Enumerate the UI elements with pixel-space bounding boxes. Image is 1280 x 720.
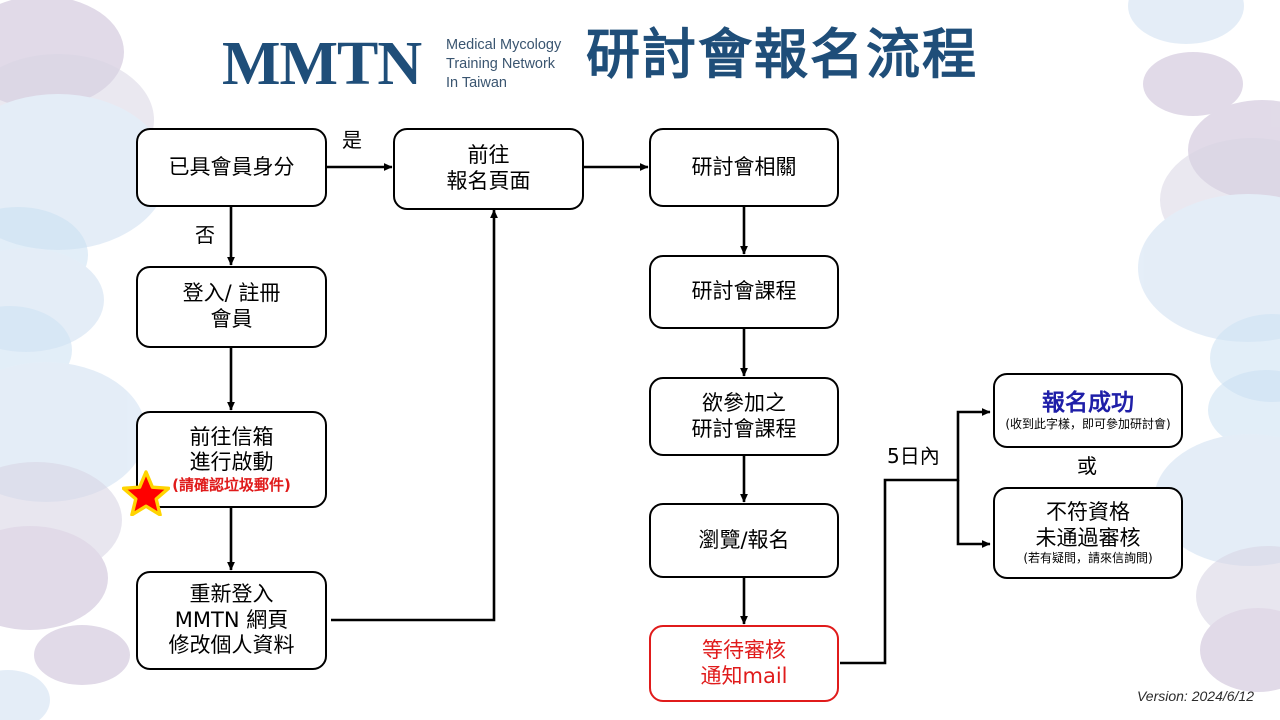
node-chosen-course-line-1: 欲參加之 <box>702 390 786 415</box>
node-not-qualified[interactable]: 不符資格 未通過審核 (若有疑問，請來信詢問) <box>993 487 1183 579</box>
logo-sub-line-2: Training Network <box>446 56 556 73</box>
node-seminar-info-line-1: 研討會相關 <box>691 154 797 179</box>
node-signup-page-line-2: 報名頁面 <box>446 169 531 193</box>
mmtn-logo-mark: MMTN <box>222 30 422 98</box>
node-seminar-info[interactable]: 研討會相關 <box>649 128 839 207</box>
node-relogin-profile-line-1: 重新登入 <box>189 582 274 607</box>
node-mailbox-activate-note: (請確認垃圾郵件) <box>172 475 291 494</box>
node-signup-page-line-1: 前往 <box>467 143 510 168</box>
node-signup-success[interactable]: 報名成功 (收到此字樣，即可參加研討會) <box>993 373 1183 448</box>
edge-label-within-five-days: 5日內 <box>887 444 940 468</box>
node-await-review-line-2: 通知mail <box>700 663 788 688</box>
node-signup-success-title: 報名成功 <box>1042 390 1134 417</box>
node-chosen-course[interactable]: 欲參加之 研討會課程 <box>649 377 839 456</box>
node-not-qualified-subtitle: (若有疑問，請來信詢問) <box>1023 551 1153 566</box>
node-await-review[interactable]: 等待審核 通知mail <box>649 625 839 702</box>
edge-label-no: 否 <box>195 223 215 247</box>
node-register-login-line-2: 會員 <box>210 307 253 331</box>
node-await-review-line-1: 等待審核 <box>702 637 786 662</box>
node-register-login[interactable]: 登入/ 註冊 會員 <box>136 266 327 348</box>
node-relogin-profile-line-3: 修改個人資料 <box>168 633 295 658</box>
node-mailbox-activate-line-1: 前往信箱 <box>189 424 274 449</box>
node-signup-success-subtitle: (收到此字樣，即可參加研討會) <box>1005 417 1171 432</box>
node-seminar-course[interactable]: 研討會課程 <box>649 255 839 329</box>
node-relogin-profile-line-2: MMTN 網頁 <box>174 607 289 632</box>
node-chosen-course-line-2: 研討會課程 <box>691 416 797 441</box>
node-mailbox-activate-line-2: 進行啟動 <box>189 450 274 475</box>
node-member-check-line-1: 已具會員身分 <box>168 154 295 179</box>
red-star-icon <box>122 470 170 516</box>
logo-sub-line-1: Medical Mycology <box>446 37 562 53</box>
node-seminar-course-line-1: 研討會課程 <box>691 279 797 304</box>
node-mailbox-activate[interactable]: 前往信箱 進行啟動 (請確認垃圾郵件) <box>136 411 327 508</box>
node-signup-page[interactable]: 前往 報名頁面 <box>393 128 584 210</box>
version-label: Version: 2024/6/12 <box>1136 688 1254 704</box>
node-browse-signup[interactable]: 瀏覽/報名 <box>649 503 839 578</box>
node-not-qualified-line-2: 未通過審核 <box>1035 525 1141 550</box>
edge-label-yes: 是 <box>342 128 362 152</box>
node-relogin-profile[interactable]: 重新登入 MMTN 網頁 修改個人資料 <box>136 571 327 670</box>
node-member-check[interactable]: 已具會員身分 <box>136 128 327 207</box>
page-title: 研討會報名流程 <box>586 23 978 86</box>
node-not-qualified-line-1: 不符資格 <box>1046 500 1130 525</box>
node-register-login-line-1: 登入/ 註冊 <box>182 281 281 306</box>
edge-label-or: 或 <box>1077 454 1097 478</box>
logo-sub-line-3: In Taiwan <box>446 75 507 92</box>
node-browse-signup-line-1: 瀏覽/報名 <box>698 527 790 552</box>
mmtn-logo-subtitle: Medical Mycology Training Network In Tai… <box>446 36 561 93</box>
